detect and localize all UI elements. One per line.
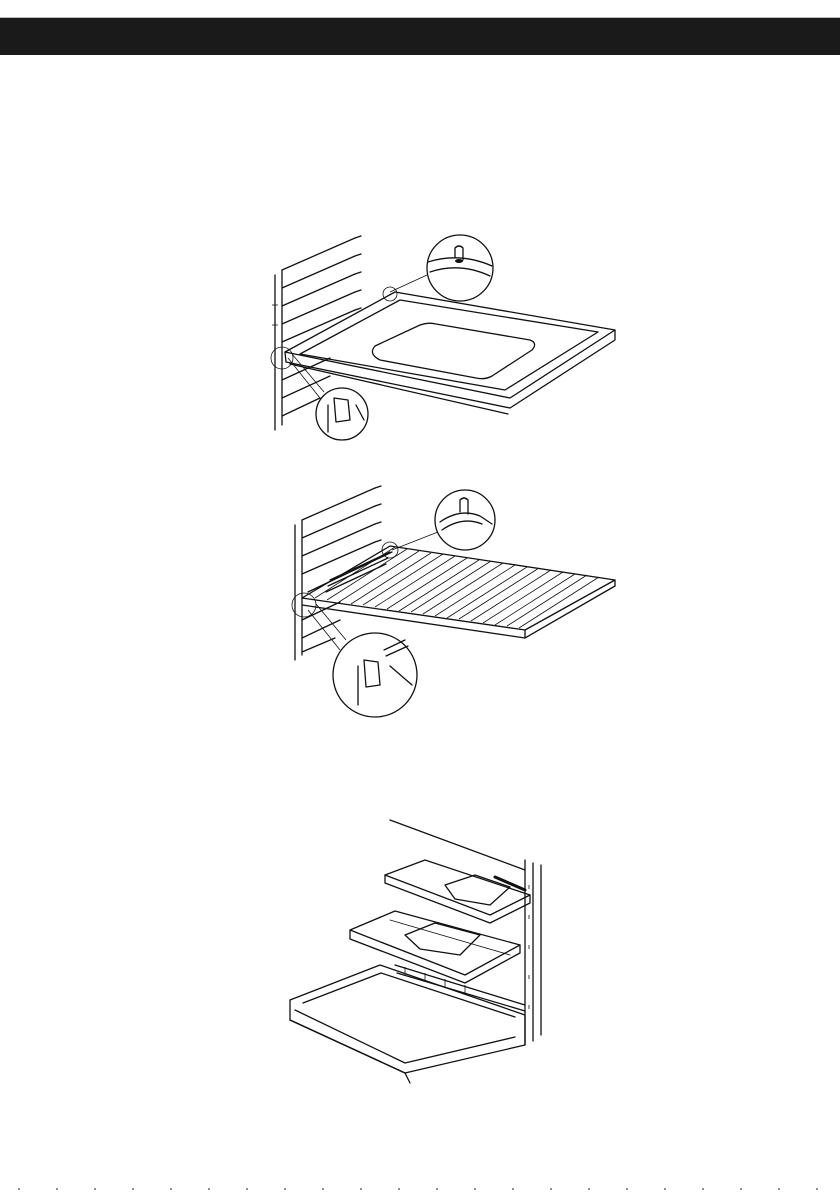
page-edge-marks	[0, 1186, 840, 1192]
detail-circle-top	[383, 235, 493, 301]
lower-tray	[350, 911, 520, 983]
wire-grid-illustration	[280, 480, 625, 720]
rack-rails	[395, 965, 525, 1011]
oven-cavity	[290, 820, 541, 1083]
figure-oven-with-inserted-trays	[285, 815, 550, 1085]
header-bar	[0, 18, 840, 55]
tray-illustration	[260, 230, 620, 445]
figure-wire-grid-on-side-rack	[280, 480, 625, 720]
wire-grid	[302, 546, 615, 638]
oven-illustration	[285, 815, 550, 1085]
figure-tray-on-side-rack	[260, 230, 620, 445]
